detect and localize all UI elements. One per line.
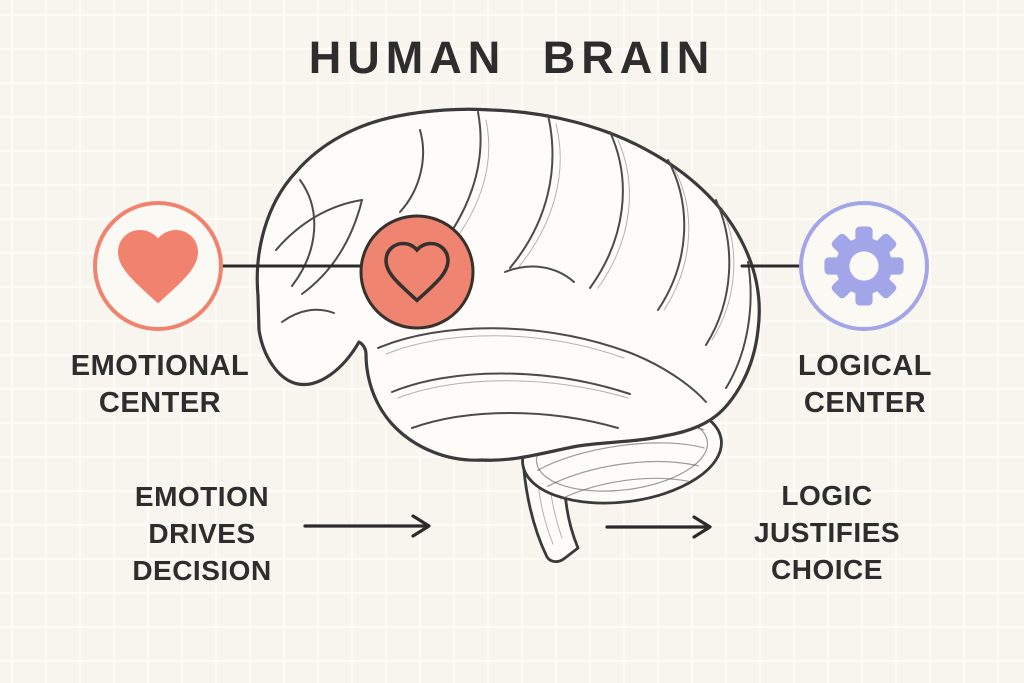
flow-logic-label: LOGIC JUSTIFIES CHOICE [753, 480, 901, 585]
flow-emotion-label: EMOTION DRIVES DECISION [132, 481, 272, 586]
emotional-center-label: EMOTIONAL CENTER [70, 350, 250, 419]
gear-icon [824, 226, 904, 306]
logical-center-label: LOGICAL CENTER [798, 350, 932, 419]
heart-outline-icon [384, 241, 450, 303]
heart-icon [118, 230, 198, 304]
cerebrum-outline [255, 107, 761, 462]
emotional-center-circle [93, 201, 223, 331]
brain-marker [359, 214, 475, 330]
page-title: HUMAN BRAIN [308, 32, 716, 83]
logical-center-circle [799, 201, 929, 331]
logic-arrow-right-icon [605, 515, 712, 539]
emotion-arrow-right-icon [303, 514, 431, 538]
brain-sulci [275, 111, 752, 429]
